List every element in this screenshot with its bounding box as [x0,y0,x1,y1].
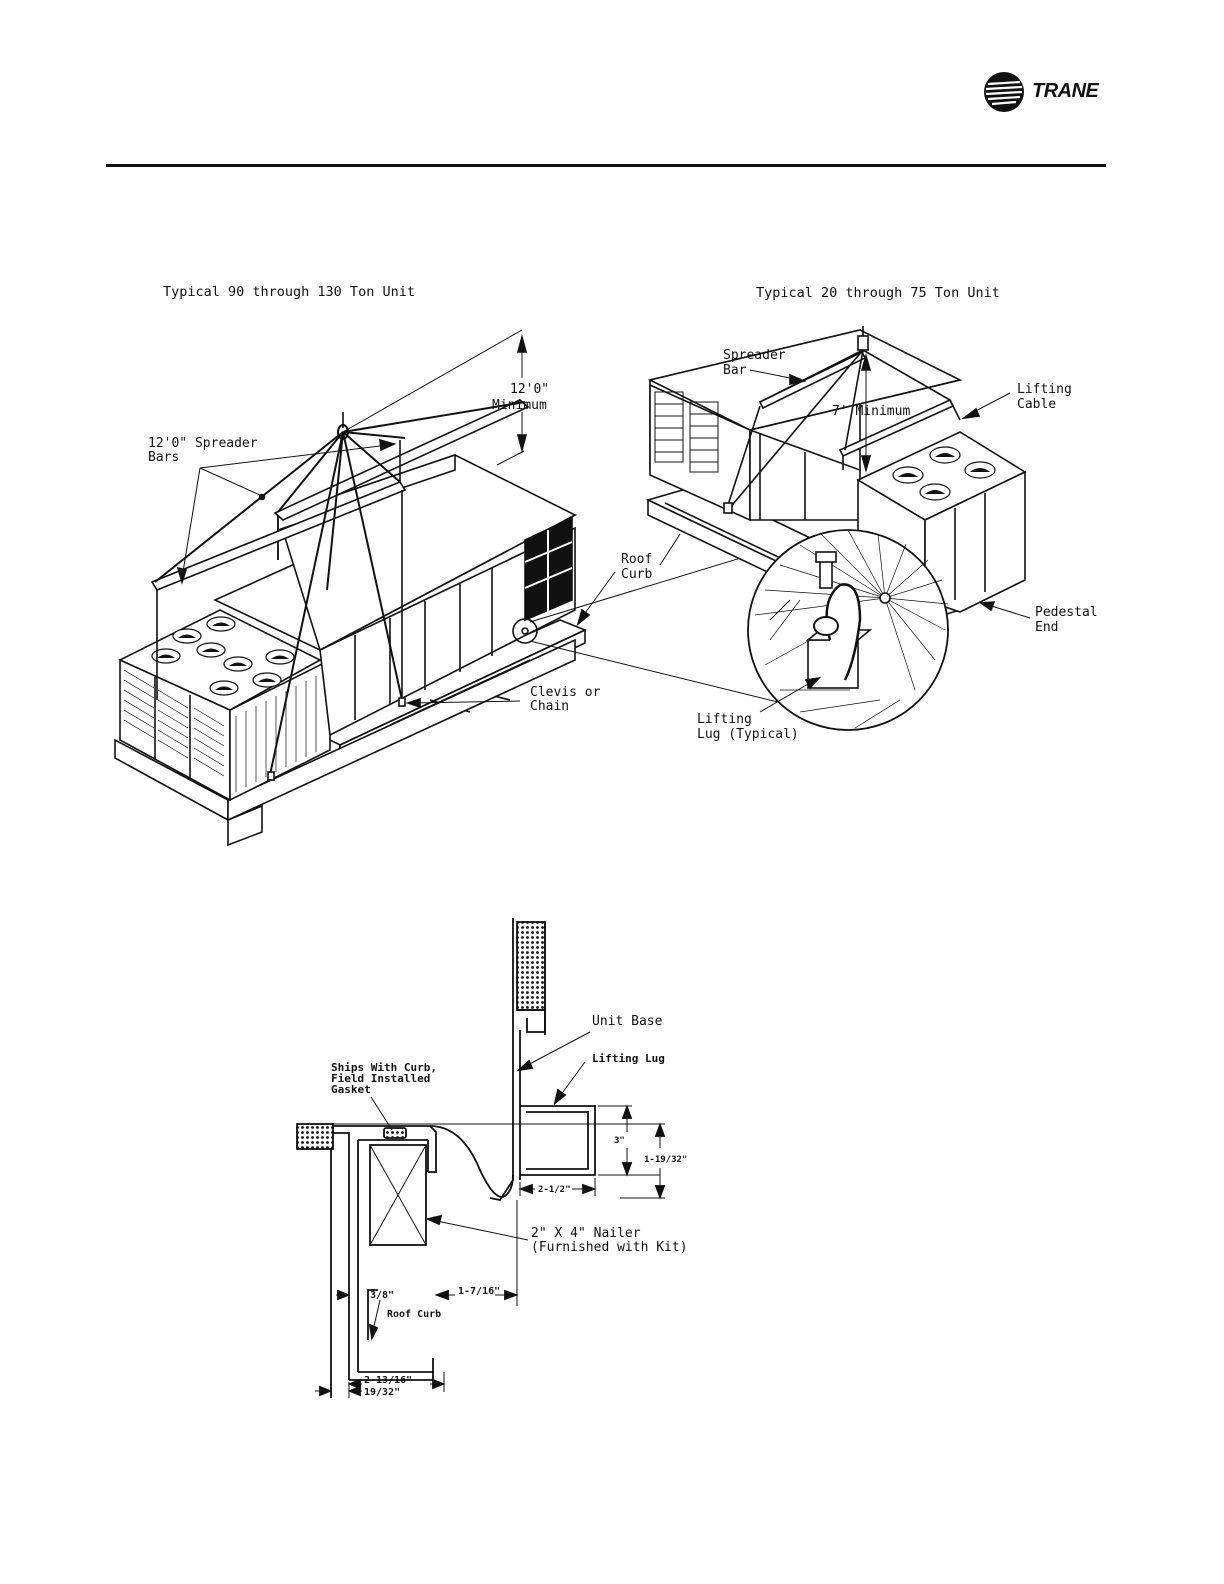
label-nailer-2: (Furnished with Kit) [531,1240,688,1255]
label-spreader-bar-1: Spreader [723,348,786,363]
label-pedestal-2: End [1035,620,1058,635]
label-lifting-cable-1: Lifting [1017,382,1072,397]
label-dim-3in: 3" [614,1136,625,1146]
label-gasket-3: Gasket [331,1083,371,1096]
label-nailer-1: 2" X 4" Nailer [531,1226,641,1241]
label-gasket-1: Ships With Curb, [331,1061,437,1074]
small-unit-drawing [645,326,1031,731]
label-lifting-lug-2: Lug (Typical) [697,727,799,742]
caption-small-unit: Typical 20 through 75 Ton Unit [756,285,1000,301]
label-dim-2-13-16: 2-13/16" [364,1375,412,1386]
label-gasket-2: Field Installed [331,1072,430,1085]
label-clevis-1: Clevis or [530,685,601,700]
label-seven-minimum: 7' Minimum [832,404,910,419]
label-unit-base: Unit Base [592,1014,663,1029]
label-dim-2-1-2: 2-1/2" [538,1185,571,1195]
caption-large-unit: Typical 90 through 130 Ton Unit [163,284,415,300]
label-clevis-2: Chain [530,699,569,714]
label-roof-curb-2: Curb [621,567,652,582]
label-spreader-bars-1: 12'0" Spreader [148,436,258,451]
brand-name: TRANE [1032,80,1099,102]
label-min-height-value: 12'0" [510,382,549,397]
label-roof-curb-1: Roof [621,552,652,567]
large-unit-drawing [114,329,801,847]
label-lifting-cable-2: Cable [1017,397,1056,412]
label-dim-1-19-32: 1-19/32" [644,1155,687,1165]
label-spreader-bars-2: Bars [148,450,179,465]
label-pedestal-1: Pedestal [1035,605,1098,620]
label-roof-curb: Roof Curb [387,1309,441,1320]
label-spreader-bar-2: Bar [723,363,747,378]
label-lifting-lug: Lifting Lug [592,1052,665,1065]
rigging-diagram: Typical 90 through 130 Ton Unit Typical … [114,284,1098,847]
header-rule [106,164,1106,167]
label-lifting-lug-1: Lifting [697,712,752,727]
label-dim-3-8: 3/8" [370,1290,394,1301]
trane-logo-icon [984,72,1024,112]
label-dim-1-7-16: 1-7/16" [458,1286,500,1297]
label-min-height-word: Minimum [492,398,547,413]
label-dim-19-32: 19/32" [364,1387,400,1398]
